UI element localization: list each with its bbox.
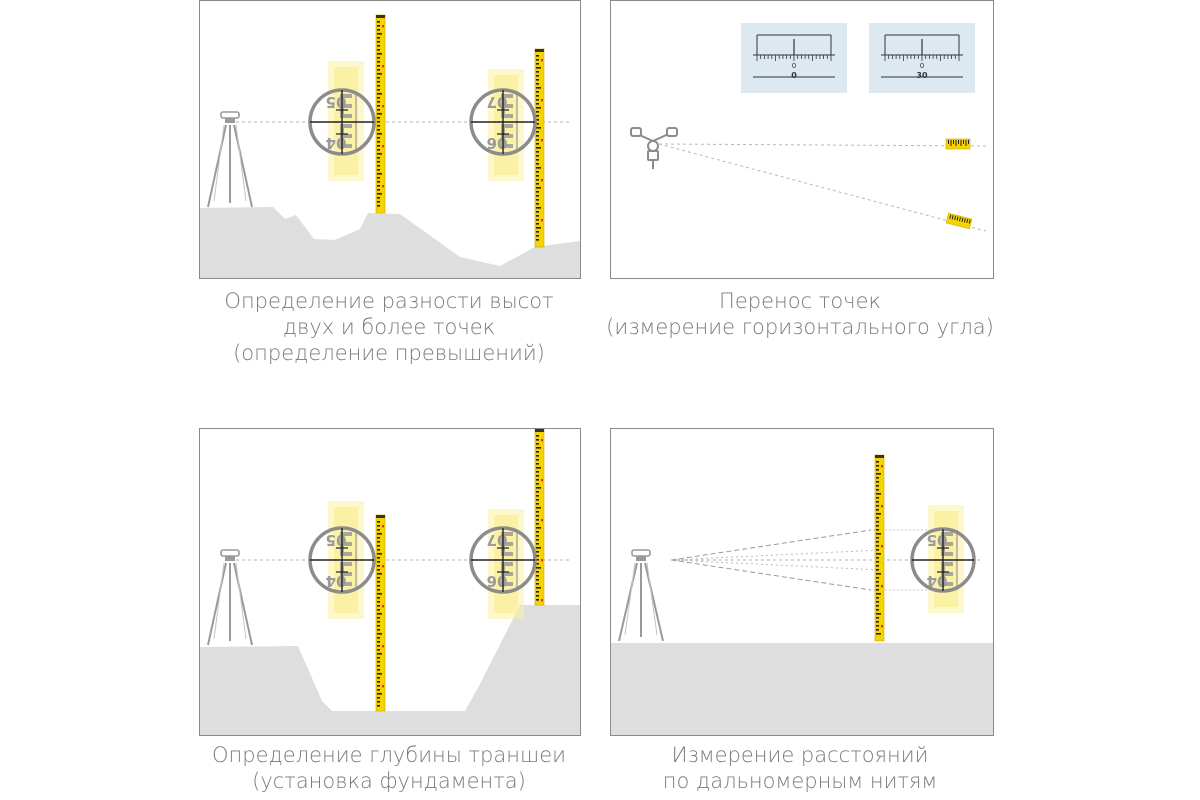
point-transfer-diagram: 0 0 0 30 bbox=[630, 23, 987, 232]
panel-point-transfer: 0 0 0 30 bbox=[610, 0, 994, 279]
caption-line: по дальномерным нитям bbox=[662, 769, 938, 793]
crosshair-scope-icon: 05 04 bbox=[910, 527, 976, 593]
panel-stadia-distance: 05 04 bbox=[610, 428, 994, 736]
crosshair-scope-icon: 07 06 bbox=[469, 526, 537, 594]
scope-reading-top: 05 bbox=[326, 93, 347, 111]
scale-value: 30 bbox=[916, 71, 928, 80]
caption-line: (измерение горизонтального угла) bbox=[606, 315, 994, 339]
leveling-staff-icon bbox=[375, 14, 386, 214]
tripod-level-icon bbox=[207, 549, 253, 646]
sight-line-1 bbox=[658, 143, 987, 147]
scope-glow-1 bbox=[928, 505, 964, 613]
scope-reading-bottom: 06 bbox=[487, 572, 508, 590]
stadia-distance-diagram: 05 04 bbox=[611, 454, 993, 735]
stadia-hairline-lines bbox=[873, 529, 936, 591]
scope-reading-top: 07 bbox=[487, 531, 508, 549]
scope-reading-bottom: 04 bbox=[326, 134, 347, 152]
scope-glow-1 bbox=[328, 61, 364, 181]
scale-zero-mark: 0 bbox=[920, 62, 924, 70]
leveling-staff-icon bbox=[375, 514, 386, 712]
height-difference-diagram: 05 04 07 06 bbox=[200, 14, 580, 278]
ground-terrain bbox=[611, 643, 993, 735]
scale-value: 0 bbox=[791, 71, 797, 80]
panel-height-difference: 05 04 07 06 bbox=[199, 0, 581, 279]
crosshair-scope-icon: 07 06 bbox=[469, 88, 537, 156]
panel-trench-depth: 05 04 07 06 bbox=[199, 428, 581, 736]
scope-reading-top: 05 bbox=[927, 531, 948, 549]
leveling-staff-icon bbox=[534, 48, 545, 248]
leveling-staff-icon bbox=[945, 212, 973, 230]
caption-trench-depth: Определение глубины траншеи (установка ф… bbox=[169, 742, 609, 794]
scale-box-2: 0 30 bbox=[869, 23, 975, 93]
trench-depth-diagram: 05 04 07 06 bbox=[200, 429, 580, 735]
crosshair-scope-icon: 05 04 bbox=[308, 88, 376, 156]
tripod-level-icon bbox=[207, 111, 253, 208]
caption-line: (определение превышений) bbox=[233, 341, 545, 365]
scale-box-1: 0 0 bbox=[741, 23, 847, 93]
scope-reading-bottom: 06 bbox=[487, 134, 508, 152]
caption-line: Определение разности высот bbox=[224, 289, 554, 313]
caption-point-transfer: Перенос точек (измерение горизонтального… bbox=[580, 288, 1020, 340]
caption-height-difference: Определение разности высот двух и более … bbox=[199, 288, 579, 366]
caption-line: двух и более точек bbox=[282, 315, 496, 339]
caption-line: Измерение расстояний bbox=[671, 743, 929, 767]
scope-reading-bottom: 04 bbox=[927, 572, 948, 590]
leveling-staff-icon bbox=[945, 138, 971, 150]
scope-reading-top: 07 bbox=[487, 93, 508, 111]
leveling-staff-icon bbox=[534, 429, 545, 606]
leveling-staff-icon bbox=[874, 454, 885, 642]
tripod-level-icon bbox=[618, 549, 664, 642]
caption-stadia-distance: Измерение расстояний по дальномерным нит… bbox=[580, 742, 1020, 794]
scale-zero-mark: 0 bbox=[792, 62, 796, 70]
caption-line: Определение глубины траншеи bbox=[212, 743, 566, 767]
ground-terrain bbox=[200, 605, 580, 735]
caption-line: (установка фундамента) bbox=[252, 769, 526, 793]
sight-line-2 bbox=[658, 143, 987, 232]
ground-terrain bbox=[200, 207, 580, 278]
caption-line: Перенос точек bbox=[719, 289, 881, 313]
scope-reading-top: 05 bbox=[326, 531, 347, 549]
crosshair-scope-icon: 05 04 bbox=[308, 526, 376, 594]
scope-reading-bottom: 04 bbox=[326, 572, 347, 590]
theodolite-icon bbox=[630, 127, 678, 169]
